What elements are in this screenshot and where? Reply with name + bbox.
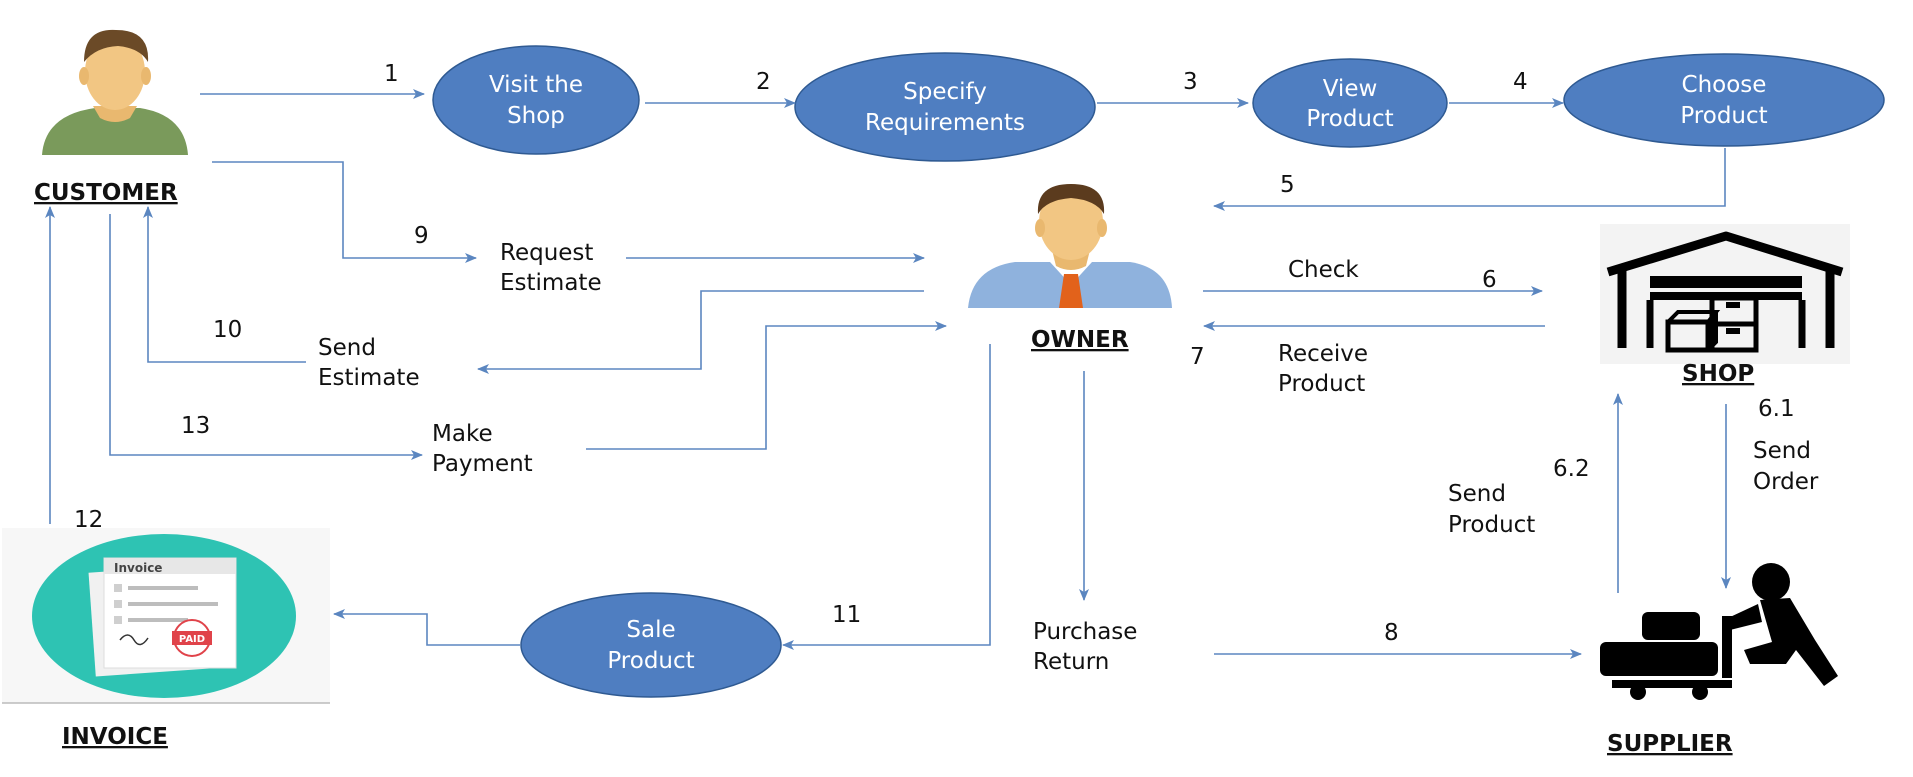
svg-text:Product: Product — [1306, 106, 1393, 132]
svg-text:Estimate: Estimate — [500, 270, 602, 296]
svg-text:Make: Make — [432, 421, 493, 447]
customer-avatar-icon — [42, 29, 188, 155]
label-purchase-return: Purchase Return — [1033, 619, 1137, 675]
process-visit-shop: Visit the Shop — [432, 45, 640, 155]
svg-text:Specify: Specify — [903, 79, 987, 105]
label-send-product: Send Product — [1448, 481, 1535, 538]
svg-text:Sale: Sale — [626, 617, 675, 643]
step-5: 5 — [1280, 172, 1295, 198]
arrow-13b — [586, 321, 947, 450]
svg-text:Requirements: Requirements — [865, 110, 1025, 136]
svg-text:Product: Product — [1448, 512, 1535, 538]
process-view-product: View Product — [1252, 58, 1448, 148]
label-request-estimate: Request Estimate — [500, 240, 602, 296]
svg-text:Order: Order — [1753, 469, 1819, 495]
step-6-2: 6.2 — [1553, 456, 1590, 482]
step-6: 6 — [1482, 267, 1497, 293]
owner-label: OWNER — [1031, 327, 1129, 353]
process-sale-product: Sale Product — [520, 592, 782, 698]
svg-text:Product: Product — [1680, 103, 1767, 129]
paid-stamp: PAID — [179, 634, 205, 645]
arrow-5 — [1213, 148, 1726, 211]
step-11: 11 — [832, 602, 861, 628]
svg-text:Visit the: Visit the — [489, 72, 583, 98]
svg-text:View: View — [1323, 76, 1378, 102]
customer-label: CUSTOMER — [34, 180, 178, 206]
step-1: 1 — [384, 61, 399, 87]
arrow-11 — [782, 344, 991, 650]
svg-text:Purchase: Purchase — [1033, 619, 1137, 645]
svg-text:Product: Product — [1278, 371, 1365, 397]
svg-text:Send: Send — [1448, 481, 1506, 507]
label-send-estimate: Send Estimate — [318, 335, 420, 391]
svg-text:Send: Send — [1753, 438, 1811, 464]
arrow-10b — [143, 206, 306, 363]
arrow-10a — [477, 290, 924, 374]
svg-text:Receive: Receive — [1278, 341, 1368, 367]
label-check: Check — [1288, 257, 1359, 283]
step-12: 12 — [74, 507, 103, 533]
svg-text:Send: Send — [318, 335, 376, 361]
svg-text:Payment: Payment — [432, 451, 533, 477]
step-13: 13 — [181, 413, 210, 439]
process-choose-product: Choose Product — [1563, 53, 1885, 147]
arrow-invoice — [333, 609, 520, 646]
label-send-order: Send Order — [1753, 438, 1819, 495]
label-receive-product: Receive Product — [1278, 341, 1368, 397]
step-2: 2 — [756, 69, 771, 95]
invoice-label: INVOICE — [62, 724, 168, 750]
owner-avatar-icon — [968, 184, 1172, 308]
invoice-paid-icon: Invoice PAID — [2, 528, 330, 704]
supplier-cart-icon — [1600, 563, 1838, 700]
svg-text:Choose: Choose — [1682, 72, 1767, 98]
label-make-payment: Make Payment — [432, 421, 533, 477]
step-8: 8 — [1384, 620, 1399, 646]
step-6-1: 6.1 — [1758, 396, 1795, 422]
arrow-9a — [212, 161, 477, 263]
step-4: 4 — [1513, 69, 1528, 95]
svg-text:Shop: Shop — [507, 103, 565, 129]
warehouse-icon — [1600, 224, 1850, 364]
step-9: 9 — [414, 223, 429, 249]
supplier-label: SUPPLIER — [1607, 731, 1733, 757]
svg-text:Estimate: Estimate — [318, 365, 420, 391]
process-specify-requirements: Specify Requirements — [794, 52, 1096, 162]
shop-label: SHOP — [1682, 361, 1754, 387]
step-7: 7 — [1190, 344, 1205, 370]
invoice-doc-title: Invoice — [114, 561, 162, 575]
svg-text:Return: Return — [1033, 649, 1109, 675]
svg-text:Product: Product — [607, 648, 694, 674]
step-3: 3 — [1183, 69, 1198, 95]
arrow-13a — [109, 214, 423, 460]
step-10: 10 — [213, 317, 242, 343]
svg-text:Request: Request — [500, 240, 593, 266]
